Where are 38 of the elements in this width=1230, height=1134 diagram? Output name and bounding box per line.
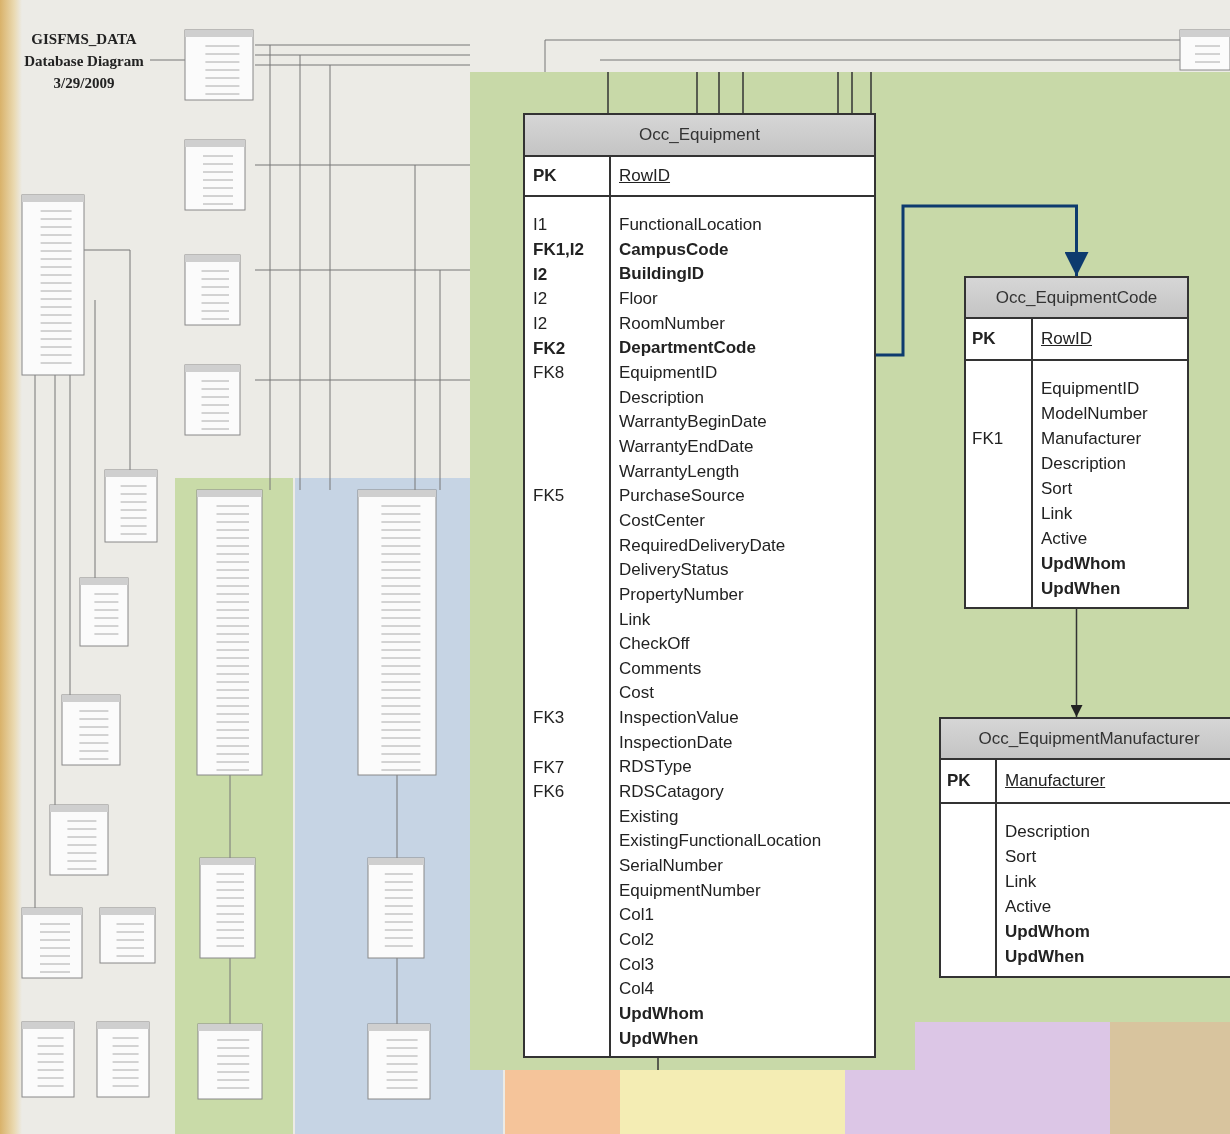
table-box	[964, 276, 1189, 609]
key-label: I2	[533, 289, 548, 310]
relationship-line	[742, 71, 744, 114]
table-name: Occ_Equipment	[525, 115, 874, 157]
table-name: Occ_EquipmentManufacturer	[941, 719, 1230, 760]
primary-key-field: RowID	[619, 166, 670, 186]
key-label: I2	[533, 264, 548, 285]
table-name: Occ_EquipmentCode	[966, 278, 1187, 319]
key-label: FK1,I2	[533, 239, 585, 260]
key-label: PK	[533, 166, 557, 186]
field-list: Description Sort Link Active UpdWhom UpdWhen	[1005, 819, 1230, 969]
key-label: PK	[947, 771, 971, 791]
key-label: FK6	[533, 782, 565, 803]
key-label: FK7	[533, 757, 565, 778]
relationship-line	[851, 71, 853, 114]
relationship-line	[718, 71, 720, 114]
table-box	[523, 113, 876, 1058]
relationship-line	[870, 71, 872, 114]
key-label: FK1	[972, 428, 1004, 449]
relationship-line	[696, 71, 698, 114]
primary-key-field: Manufacturer	[1005, 771, 1106, 791]
relationship-line	[837, 71, 839, 114]
key-label: FK3	[533, 708, 565, 729]
diagram-title: GISFMS_DATA Database Diagram 3/29/2009	[23, 30, 145, 93]
relationship-arrow	[876, 204, 1089, 357]
primary-key-field: RowID	[1041, 329, 1092, 349]
relationship-line	[607, 71, 609, 114]
relationship-arrow	[1070, 608, 1083, 718]
field-list: FunctionalLocation CampusCode BuildingID Floor RoomNumber DepartmentCode EquipmentID Description WarrantyBeginDate WarrantyEndDate WarrantyLength PurchaseSource CostCenter RequiredDeliveryDate DeliveryStatus PropertyNumber Link CheckOff Comments Cost InspectionValue InspectionDate RDSType RDSCatagory Existing ExistingFunctionalLocation SerialNumber EquipmentNumber Col1 Col2 Col3 Col4 UpdWhom UpdWhen	[619, 213, 872, 1052]
key-label: I1	[533, 215, 548, 236]
key-label: I2	[533, 313, 548, 334]
key-label: FK8	[533, 363, 565, 384]
key-label: FK5	[533, 486, 565, 507]
table-box	[939, 717, 1230, 978]
key-label: PK	[972, 329, 996, 349]
relationship-line	[657, 1057, 659, 1071]
key-label: FK2	[533, 338, 566, 359]
field-list: EquipmentID ModelNumber Manufacturer Description Sort Link Active UpdWhom UpdWhen	[1041, 376, 1185, 601]
